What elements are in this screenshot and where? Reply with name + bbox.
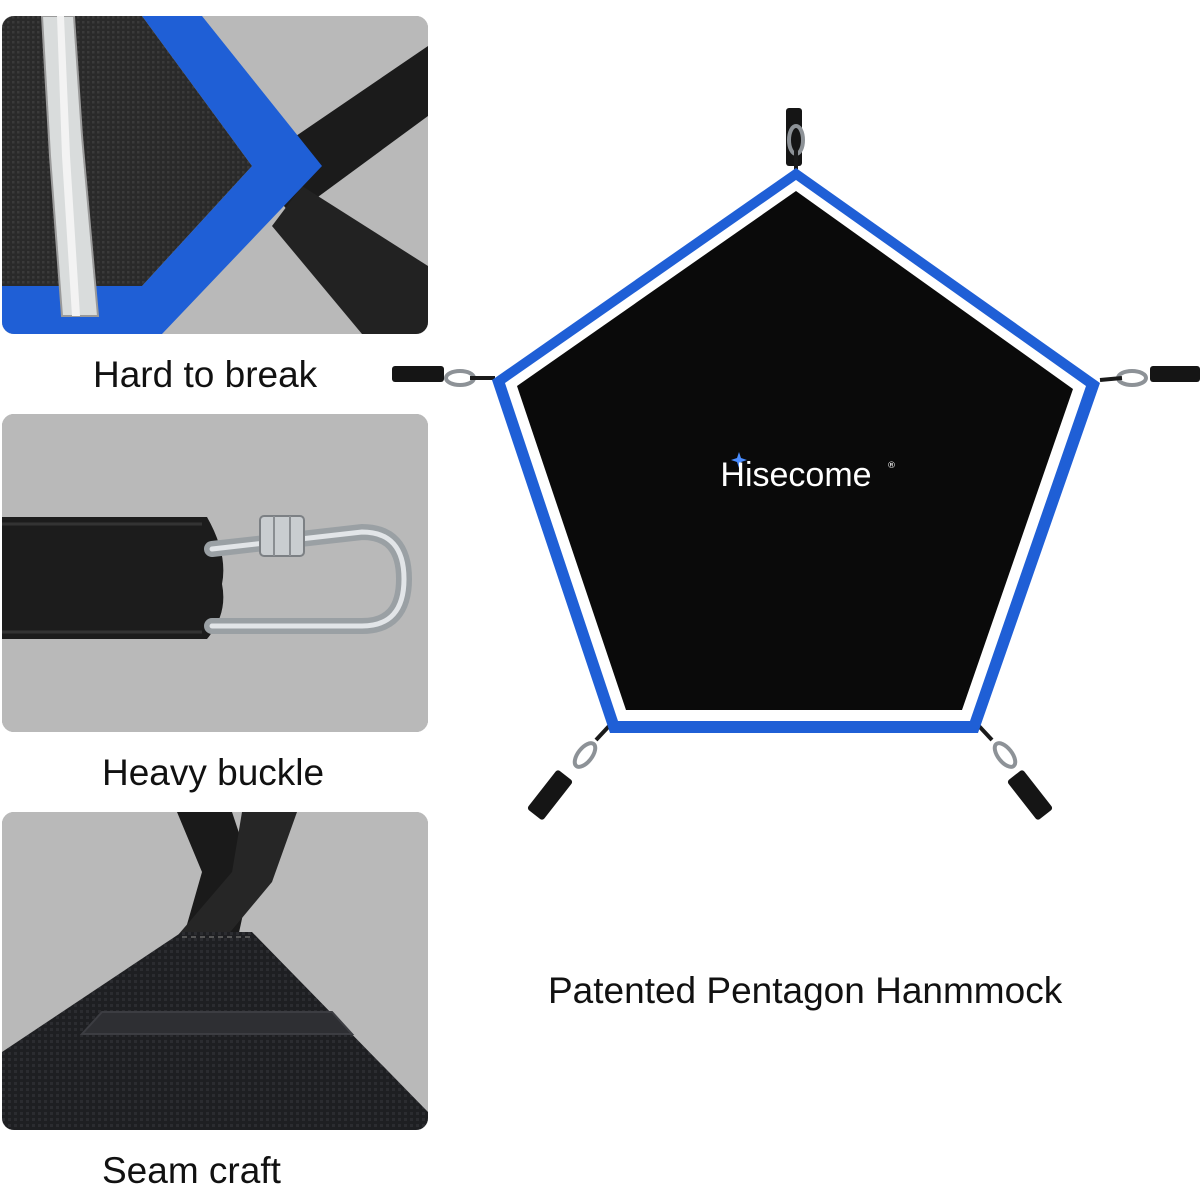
pentagon-hammock-illustration: Hisecome ® xyxy=(392,108,1200,820)
product-caption: Patented Pentagon Hanmmock xyxy=(548,970,1063,1011)
sparkle-icon xyxy=(731,452,747,468)
feature-caption-hard-to-break: Hard to break xyxy=(93,354,318,395)
feature-image-hard-to-break xyxy=(2,16,428,334)
buckle-photo xyxy=(2,414,428,732)
feature-caption-seam-craft: Seam craft xyxy=(102,1150,281,1191)
seam-photo xyxy=(2,812,428,1130)
feature-caption-heavy-buckle: Heavy buckle xyxy=(102,752,325,793)
hammock-fabric xyxy=(517,191,1073,710)
brand-logo: Hisecome xyxy=(720,456,871,494)
carabiner-clips xyxy=(444,124,1148,769)
mesh-corner-photo xyxy=(2,16,428,334)
feature-image-heavy-buckle xyxy=(2,414,428,732)
registered-mark: ® xyxy=(887,461,896,471)
strap-connectors xyxy=(470,150,1123,742)
feature-image-seam-craft xyxy=(2,812,428,1130)
